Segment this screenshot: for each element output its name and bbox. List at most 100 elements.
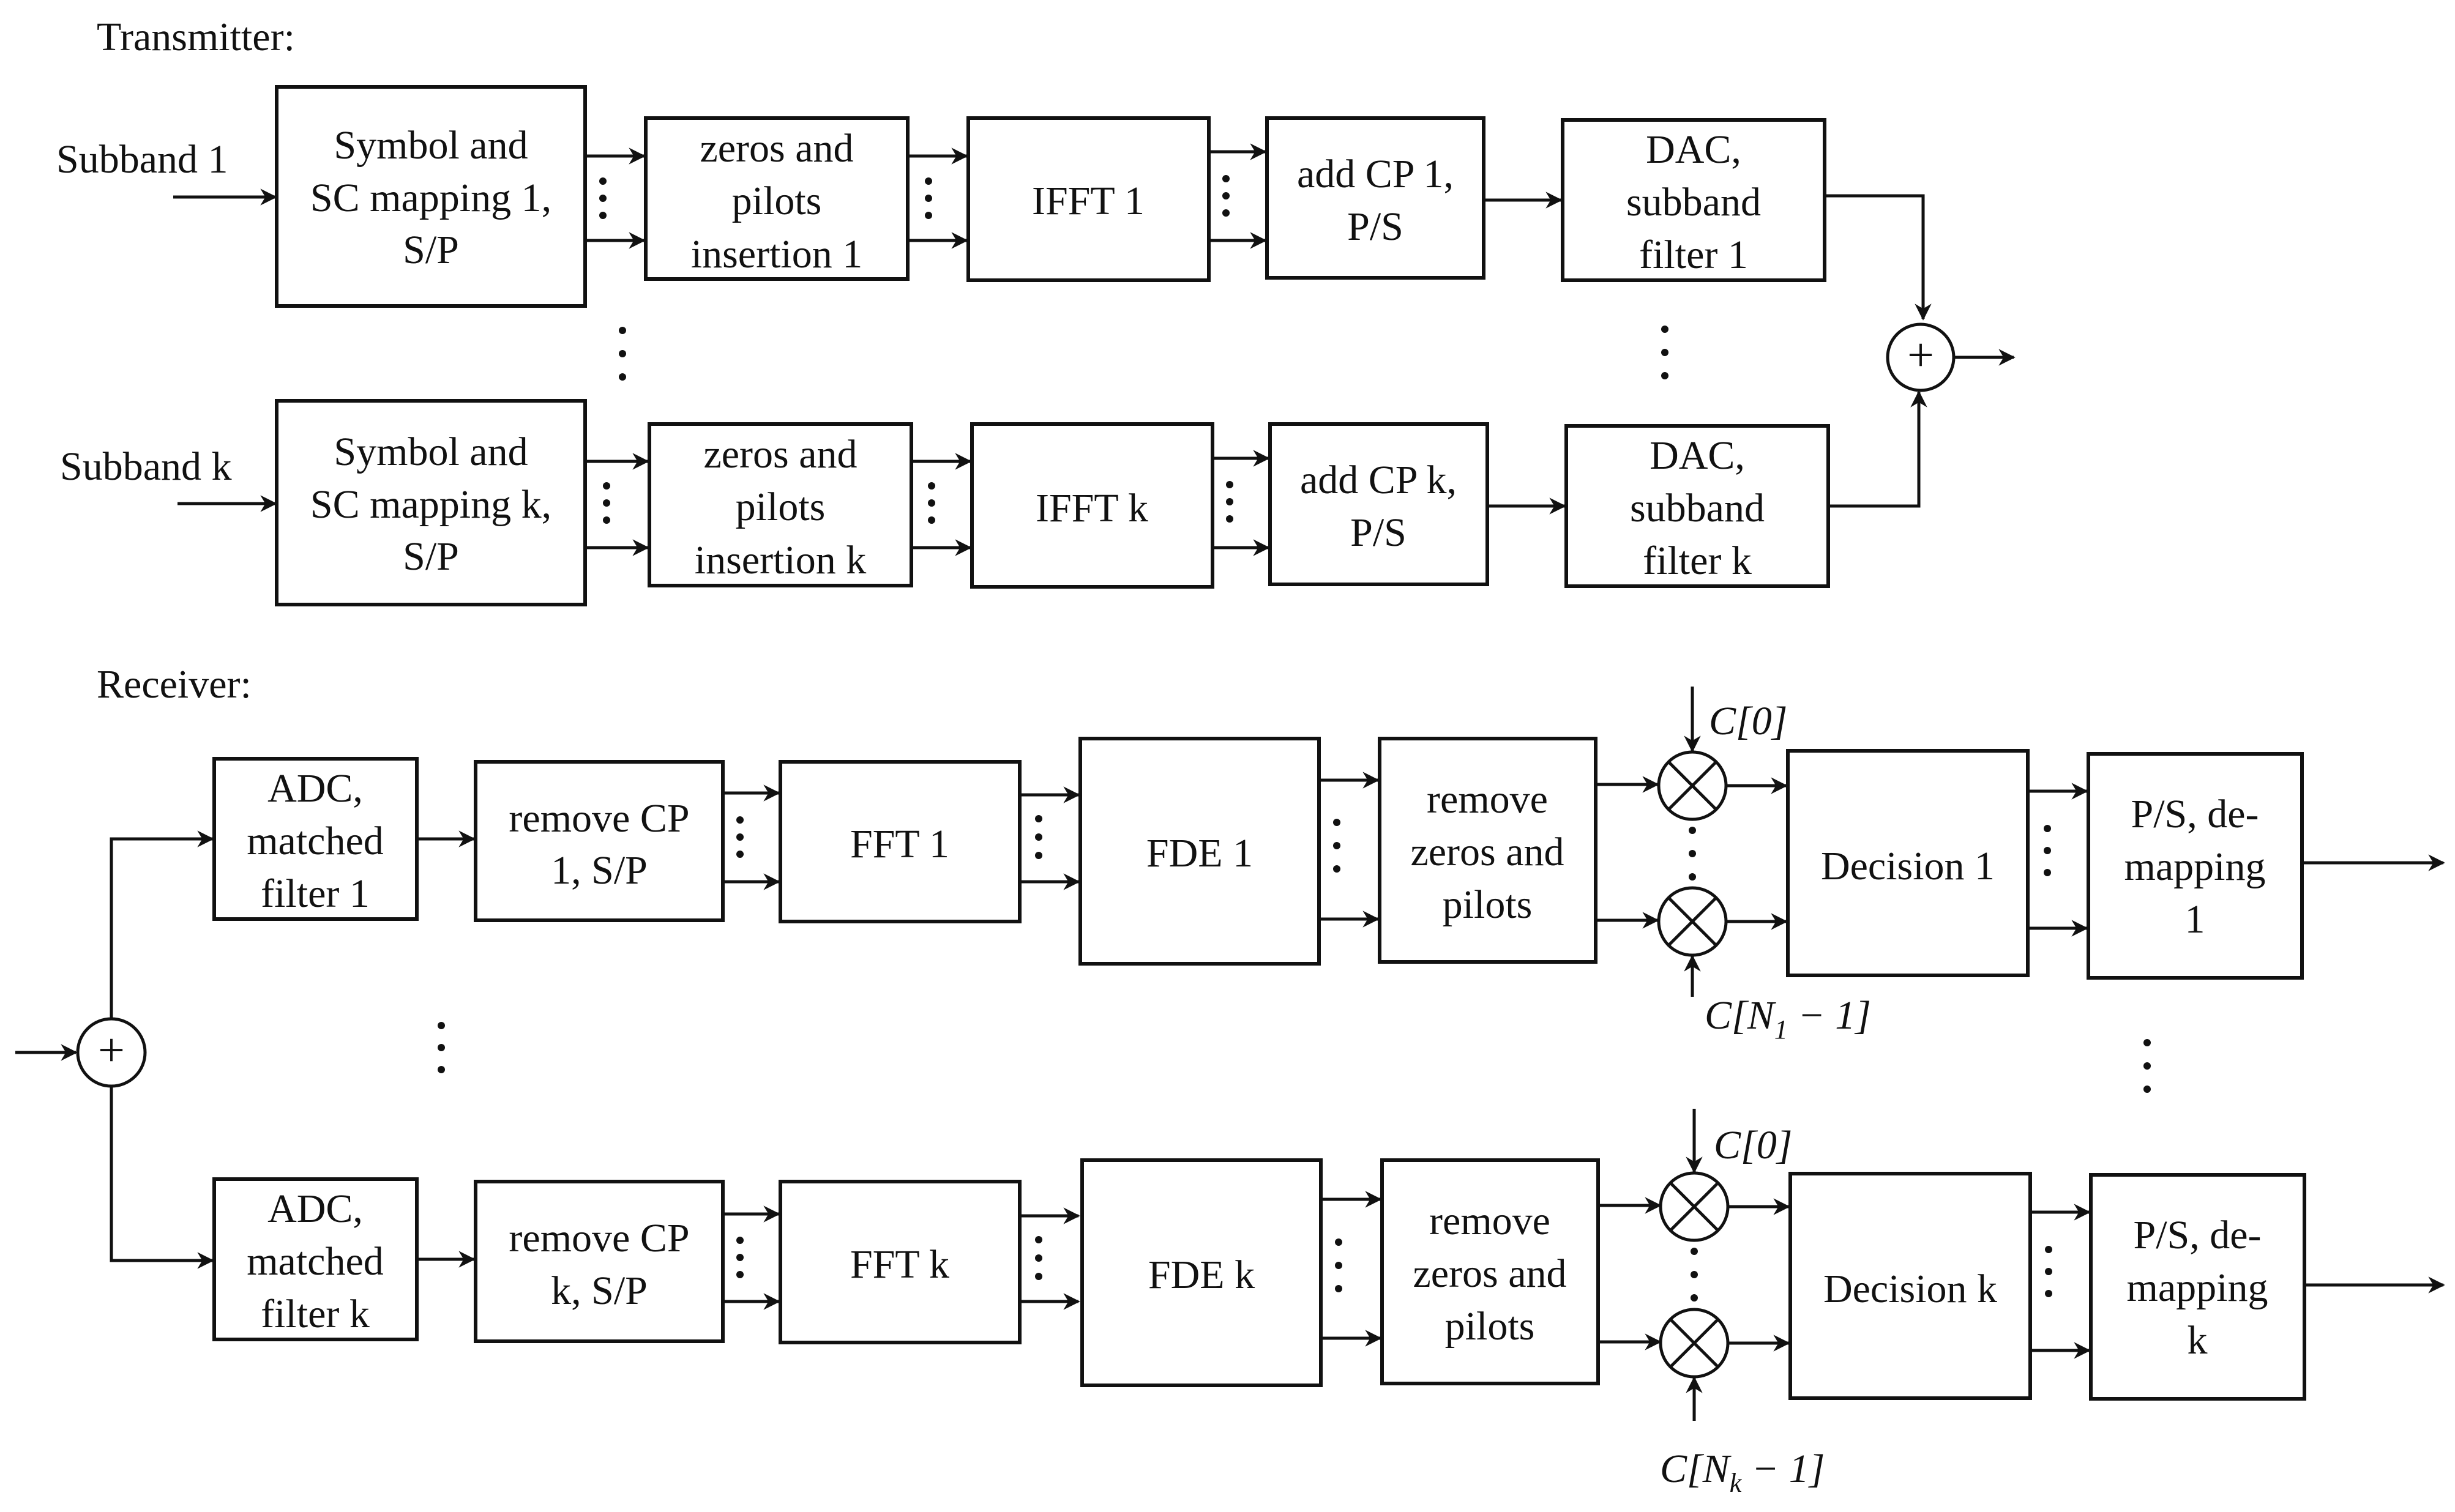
plus-symbol: +	[98, 1023, 125, 1076]
adc-matched-filter-block	[212, 757, 419, 921]
svg-text:1, S/P: 1, S/P	[551, 848, 648, 893]
svg-text:1: 1	[2185, 897, 2205, 942]
vertical-ellipsis	[1226, 481, 1233, 523]
svg-text:remove: remove	[1429, 1199, 1550, 1243]
dac-filter-block	[1564, 424, 1830, 588]
block-label: P/S, de-	[2133, 1213, 2261, 1257]
block-label: pilots	[736, 485, 826, 529]
block-label: S/P	[403, 228, 459, 272]
block-label: add CP k,	[1300, 458, 1457, 502]
block-label: filter 1	[1639, 233, 1748, 277]
block-label: 1	[2185, 897, 2205, 942]
multiplier-top	[1657, 750, 1728, 821]
svg-text:P/S, de-: P/S, de-	[2133, 1213, 2261, 1257]
coefficient-bottom: C[N1 − 1]	[1705, 993, 1871, 1045]
svg-text:SC mapping k,: SC mapping k,	[310, 482, 551, 527]
block-label: k, S/P	[551, 1268, 648, 1313]
block-label: filter k	[261, 1292, 370, 1336]
tx-input-label: Subband 1	[56, 137, 228, 182]
block-label: insertion 1	[691, 232, 862, 277]
vertical-ellipsis	[2044, 825, 2051, 876]
svg-text:pilots: pilots	[736, 485, 826, 529]
remove-cp-block	[474, 1180, 725, 1343]
ps-demapping-block	[2089, 1173, 2306, 1401]
svg-text:Symbol and: Symbol and	[334, 430, 528, 474]
vertical-ellipsis	[736, 816, 744, 858]
fde-block	[1078, 737, 1321, 966]
vertical-ellipsis	[736, 1237, 744, 1278]
svg-text:remove: remove	[1427, 777, 1548, 822]
svg-text:P/S, de-: P/S, de-	[2131, 792, 2259, 836]
svg-text:filter 1: filter 1	[1639, 233, 1748, 277]
svg-text:FFT 1: FFT 1	[850, 822, 949, 866]
svg-text:matched: matched	[247, 1239, 384, 1284]
rx-input-summer: +	[15, 830, 214, 1269]
zeros-pilots-insertion-block	[644, 116, 910, 281]
svg-text:pilots: pilots	[732, 179, 822, 223]
svg-text:S/P: S/P	[403, 534, 459, 579]
vertical-ellipsis	[438, 1022, 445, 1073]
block-label: matched	[247, 1239, 384, 1284]
dac-filter-block	[1561, 118, 1826, 282]
svg-text:insertion k: insertion k	[695, 538, 866, 583]
vertical-ellipsis	[925, 177, 932, 219]
svg-text:SC mapping 1,: SC mapping 1,	[310, 176, 551, 220]
svg-text:remove CP: remove CP	[509, 796, 689, 841]
block-label: remove	[1429, 1199, 1550, 1243]
svg-text:matched: matched	[247, 819, 384, 863]
coefficient-top: C[0]	[1714, 1123, 1792, 1168]
fft-block	[779, 1180, 1022, 1344]
svg-text:zeros and: zeros and	[703, 432, 857, 477]
remove-cp-block	[474, 760, 725, 922]
svg-text:ADC,: ADC,	[267, 1186, 363, 1231]
block-label: subband	[1630, 486, 1765, 531]
block-label: mapping	[2127, 1265, 2268, 1310]
vertical-ellipsis	[1689, 827, 1696, 881]
svg-text:DAC,: DAC,	[1650, 433, 1745, 478]
block-label: add CP 1,	[1297, 152, 1454, 196]
svg-text:Decision 1: Decision 1	[1821, 844, 1995, 888]
vertical-ellipsis	[599, 177, 607, 219]
block-label: DAC,	[1646, 127, 1741, 172]
svg-text:k, S/P: k, S/P	[551, 1268, 648, 1313]
svg-text:zeros and: zeros and	[1413, 1251, 1566, 1296]
svg-text:add CP k,: add CP k,	[1300, 458, 1457, 502]
receiver-title: Receiver:	[97, 662, 252, 707]
tx-input-label: Subband k	[60, 444, 232, 489]
svg-text:mapping: mapping	[2127, 1265, 2268, 1310]
block-label: S/P	[403, 534, 459, 579]
block-label: P/S, de-	[2131, 792, 2259, 836]
svg-text:IFFT k: IFFT k	[1036, 486, 1148, 531]
block-label: Decision k	[1823, 1267, 1997, 1311]
svg-text:add CP 1,: add CP 1,	[1297, 152, 1454, 196]
block-label: filter k	[1643, 538, 1752, 583]
svg-text:FDE k: FDE k	[1148, 1253, 1255, 1297]
svg-text:subband: subband	[1626, 180, 1761, 225]
svg-text:FDE 1: FDE 1	[1146, 831, 1253, 876]
block-label: zeros and	[1410, 830, 1564, 874]
svg-text:filter k: filter k	[261, 1292, 370, 1336]
block-label: zeros and	[1413, 1251, 1566, 1296]
rx-branch-1: ADC, matched filter 1 remove CP 1, S/P F…	[212, 687, 2445, 1045]
coefficient-top: C[0]	[1709, 699, 1787, 743]
tx-branch-1: Subband 1 Symbol and SC mapping 1, S/P z…	[56, 85, 1932, 321]
block-label: SC mapping k,	[310, 482, 551, 527]
block-label: matched	[247, 819, 384, 863]
decision-block	[1786, 749, 2030, 977]
vertical-ellipsis	[1035, 815, 1042, 859]
block-label: P/S	[1350, 510, 1407, 555]
block-label: DAC,	[1650, 433, 1745, 478]
block-label: filter 1	[261, 871, 370, 916]
vertical-ellipsis	[1661, 326, 1668, 379]
ifft-block	[970, 422, 1214, 589]
svg-text:Symbol and: Symbol and	[334, 123, 528, 168]
vertical-ellipsis	[2045, 1246, 2052, 1297]
adc-matched-filter-block	[212, 1177, 419, 1341]
vertical-ellipsis	[1335, 1238, 1342, 1292]
block-label: pilots	[732, 179, 822, 223]
block-label: P/S	[1347, 204, 1403, 249]
block-label: remove CP	[509, 796, 689, 841]
svg-text:IFFT 1: IFFT 1	[1032, 179, 1145, 223]
svg-text:ADC,: ADC,	[267, 766, 363, 811]
svg-text:P/S: P/S	[1347, 204, 1403, 249]
